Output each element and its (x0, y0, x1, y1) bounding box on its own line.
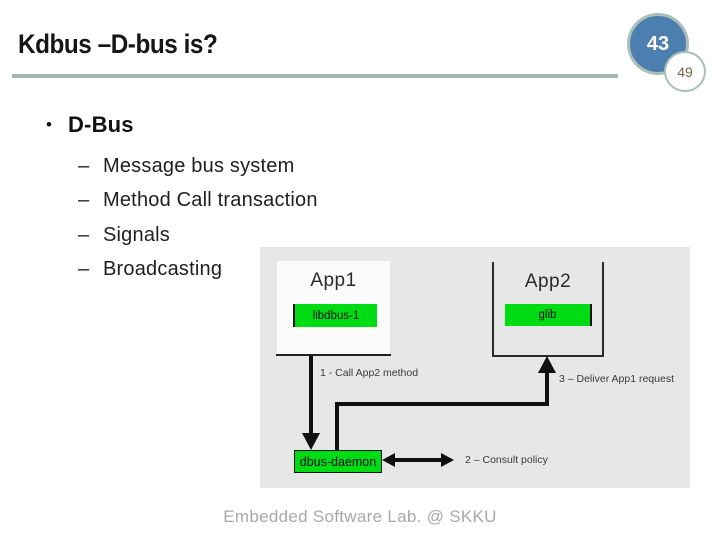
app1-bottom-border-line (276, 354, 391, 356)
glib-chip: glib (505, 304, 592, 326)
dbus-architecture-diagram: App1 libdbus-1 App2 glib 1 - Call App2 m… (260, 247, 690, 488)
libdbus-label: libdbus-1 (312, 309, 360, 322)
page-total-badge: 49 (664, 51, 706, 92)
bullet-icon: • (46, 115, 52, 134)
arrow-deliver-request-segment (545, 372, 549, 406)
arrow-left-icon (382, 453, 395, 467)
list-item: – Broadcasting (78, 253, 318, 288)
sub-bullet-list: – Message bus system – Method Call trans… (78, 149, 318, 287)
dbus-daemon-label: dbus-daemon (299, 454, 377, 469)
arrow-down-icon (302, 433, 320, 450)
arrow-call-method-line (309, 356, 313, 434)
dash-bullet-icon: – (78, 258, 90, 281)
dash-bullet-icon: – (78, 189, 90, 212)
list-item-label: Message bus system (103, 154, 295, 177)
arrow-consult-policy-line (393, 458, 442, 462)
libdbus-chip: libdbus-1 (293, 304, 377, 327)
list-item-label: Method Call transaction (103, 189, 318, 212)
arrow-right-icon (441, 453, 454, 467)
glib-label: glib (538, 309, 557, 321)
list-item-label: Broadcasting (103, 258, 223, 281)
arrow-deliver-request-segment (335, 402, 549, 406)
step1-label: 1 - Call App2 method (320, 367, 419, 379)
bullet-heading-label: D-Bus (67, 112, 134, 137)
dbus-daemon-box: dbus-daemon (294, 450, 382, 473)
title-divider (12, 74, 618, 78)
list-item-label: Signals (103, 223, 170, 246)
arrow-deliver-request-segment (335, 403, 339, 450)
step2-label: 2 – Consult policy (465, 454, 548, 466)
dash-bullet-icon: – (78, 154, 90, 177)
list-item: – Message bus system (78, 149, 318, 184)
dash-bullet-icon: – (78, 223, 90, 246)
page-number-current: 43 (646, 32, 670, 55)
app1-label: App1 (310, 270, 357, 291)
slide-title: Kdbus –D-bus is? (18, 29, 218, 59)
list-item: – Method Call transaction (78, 184, 318, 219)
list-item: – Signals (78, 218, 318, 253)
page-number-badge: 43 (627, 13, 689, 75)
step3-label: 3 – Deliver App1 request (559, 373, 674, 385)
bullet-heading: • D-Bus (46, 112, 134, 138)
arrow-up-icon (538, 356, 556, 373)
page-number-total: 49 (677, 63, 693, 80)
slide-footer: Embedded Software Lab. @ SKKU (223, 507, 497, 526)
app2-label: App2 (524, 271, 572, 292)
